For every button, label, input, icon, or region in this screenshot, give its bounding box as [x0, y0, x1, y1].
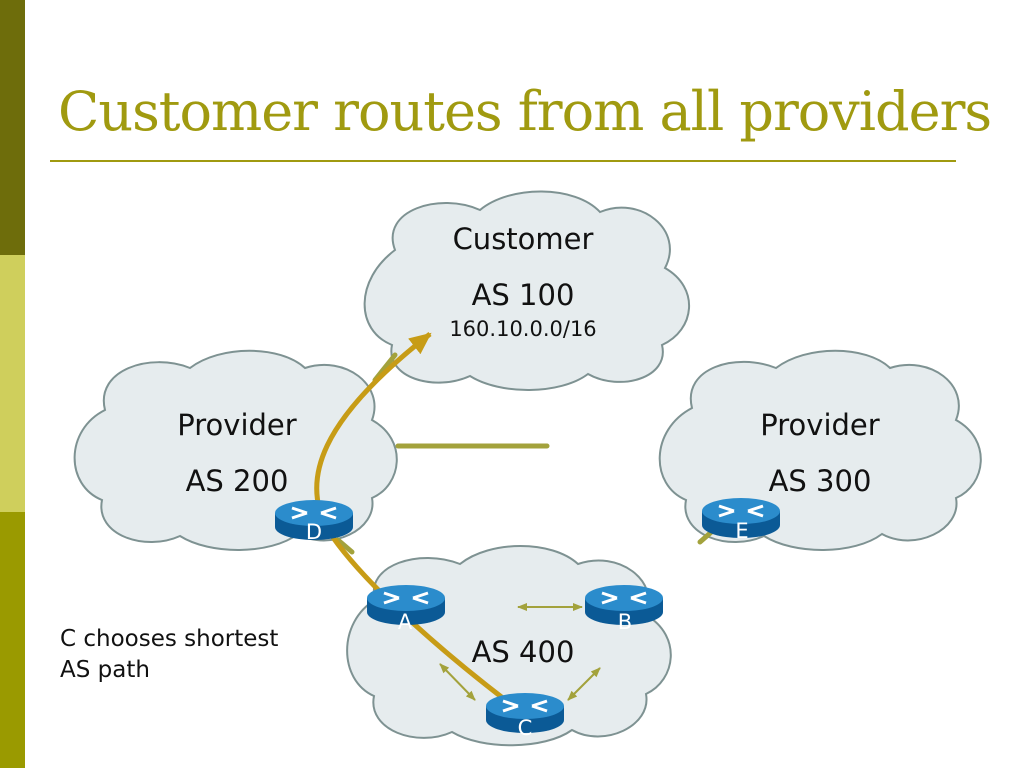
as400-label: AS 400	[471, 635, 575, 669]
customer-prefix-label: 160.10.0.0/16	[449, 317, 597, 341]
router-a-label: A	[397, 610, 413, 634]
sidebar-band-top	[0, 0, 25, 255]
route-selection-note: C chooses shortest AS path	[60, 626, 279, 683]
customer-name-label: Customer	[452, 222, 594, 256]
router-b-label: B	[617, 610, 633, 634]
router-c-label: C	[517, 716, 533, 740]
link-as200-as400	[335, 537, 355, 555]
title-divider	[50, 160, 956, 162]
router-d-icon	[275, 500, 353, 540]
provider-as300-name-label: Provider	[760, 408, 880, 442]
router-b-icon	[585, 585, 663, 625]
sidebar-band-middle	[0, 255, 25, 512]
ibgp-arrow-a-c	[439, 663, 476, 701]
customer-as-label: AS 100	[471, 278, 575, 312]
provider-as300-as-label: AS 300	[768, 464, 872, 498]
router-c-icon	[486, 693, 564, 733]
sidebar-band-bottom	[0, 512, 25, 768]
cloud-customer	[363, 190, 691, 391]
router-e-label: E	[735, 519, 749, 543]
slide-title: Customer routes from all providers	[58, 80, 992, 143]
router-a-icon	[367, 585, 445, 625]
router-e-icon	[702, 498, 780, 538]
ibgp-arrow-b-c	[567, 667, 601, 701]
provider-as200-as-label: AS 200	[185, 464, 289, 498]
router-d-label: D	[305, 520, 323, 544]
provider-as200-name-label: Provider	[177, 408, 297, 442]
